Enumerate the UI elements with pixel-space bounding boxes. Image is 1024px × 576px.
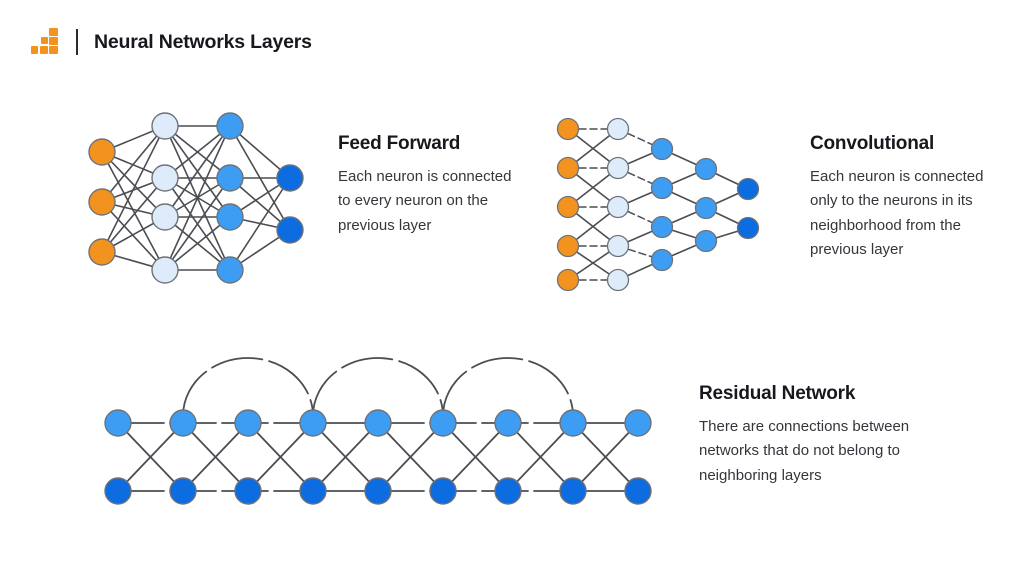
residual-network-title: Residual Network (699, 383, 856, 404)
node-top (624, 409, 652, 437)
node-input (556, 268, 580, 292)
slide-header: Neural Networks Layers (30, 28, 312, 56)
node-hidden2 (216, 203, 244, 231)
node-conv3 (694, 229, 718, 253)
node-output (736, 216, 760, 240)
node-top (364, 409, 392, 437)
node-input (556, 156, 580, 180)
node-bottom (624, 477, 652, 505)
node-hidden2 (216, 112, 244, 140)
skip-arc (442, 357, 574, 417)
node-conv3 (694, 157, 718, 181)
node-input (556, 117, 580, 141)
node-hidden1 (151, 112, 179, 140)
feed-forward-body: Each neuron is connected to every neuron… (338, 168, 512, 234)
node-conv2 (650, 176, 674, 200)
node-conv1 (606, 117, 630, 141)
convolutional-body: Each neuron is connected only to the neu… (810, 168, 984, 258)
node-output (736, 177, 760, 201)
skip-arc (312, 357, 444, 417)
skip-arc (182, 357, 314, 417)
vertical-divider-icon (76, 29, 78, 55)
feed-forward-title: Feed Forward (338, 133, 461, 154)
node-conv1 (606, 268, 630, 292)
node-bottom (234, 477, 262, 505)
node-conv1 (606, 156, 630, 180)
node-top (429, 409, 457, 437)
residual-network-diagram (90, 357, 670, 518)
convolutional-title: Convolutional (810, 133, 935, 154)
convolutional-diagram (548, 105, 773, 300)
node-hidden1 (151, 256, 179, 284)
node-bottom (104, 477, 132, 505)
residual-cross-edges (117, 422, 639, 492)
node-top (494, 409, 522, 437)
feed-forward-edges (101, 125, 291, 271)
convolutional-graph (556, 117, 760, 292)
residual-network-graph (104, 357, 652, 505)
node-bottom (429, 477, 457, 505)
residual-network-textblock: Residual Network There are connections b… (699, 383, 929, 488)
node-output (276, 216, 304, 244)
node-input (556, 195, 580, 219)
node-top (299, 409, 327, 437)
node-top (559, 409, 587, 437)
node-input (88, 138, 116, 166)
node-input (556, 234, 580, 258)
node-bottom (494, 477, 522, 505)
node-conv2 (650, 137, 674, 161)
node-bottom (559, 477, 587, 505)
node-conv3 (694, 196, 718, 220)
convolutional-nodes (556, 117, 760, 292)
node-top (104, 409, 132, 437)
node-bottom (364, 477, 392, 505)
node-hidden1 (151, 203, 179, 231)
residual-skip-arcs (182, 357, 574, 417)
node-top (234, 409, 262, 437)
node-input (88, 188, 116, 216)
bar-chart-staircase-icon (31, 28, 58, 54)
node-top (169, 409, 197, 437)
node-conv1 (606, 234, 630, 258)
feed-forward-nodes (88, 112, 304, 284)
residual-network-body: There are connections between networks t… (699, 418, 910, 484)
node-hidden2 (216, 256, 244, 284)
feed-forward-textblock: Feed Forward Each neuron is connected to… (338, 133, 528, 238)
node-hidden1 (151, 164, 179, 192)
node-conv2 (650, 248, 674, 272)
residual-nodes (104, 409, 652, 505)
feed-forward-diagram (75, 100, 315, 295)
node-conv2 (650, 215, 674, 239)
feed-forward-graph (88, 112, 304, 284)
page-title: Neural Networks Layers (94, 30, 312, 53)
node-hidden2 (216, 164, 244, 192)
node-bottom (169, 477, 197, 505)
convolutional-textblock: Convolutional Each neuron is connected o… (810, 133, 990, 262)
node-input (88, 238, 116, 266)
node-output (276, 164, 304, 192)
node-bottom (299, 477, 327, 505)
node-conv1 (606, 195, 630, 219)
